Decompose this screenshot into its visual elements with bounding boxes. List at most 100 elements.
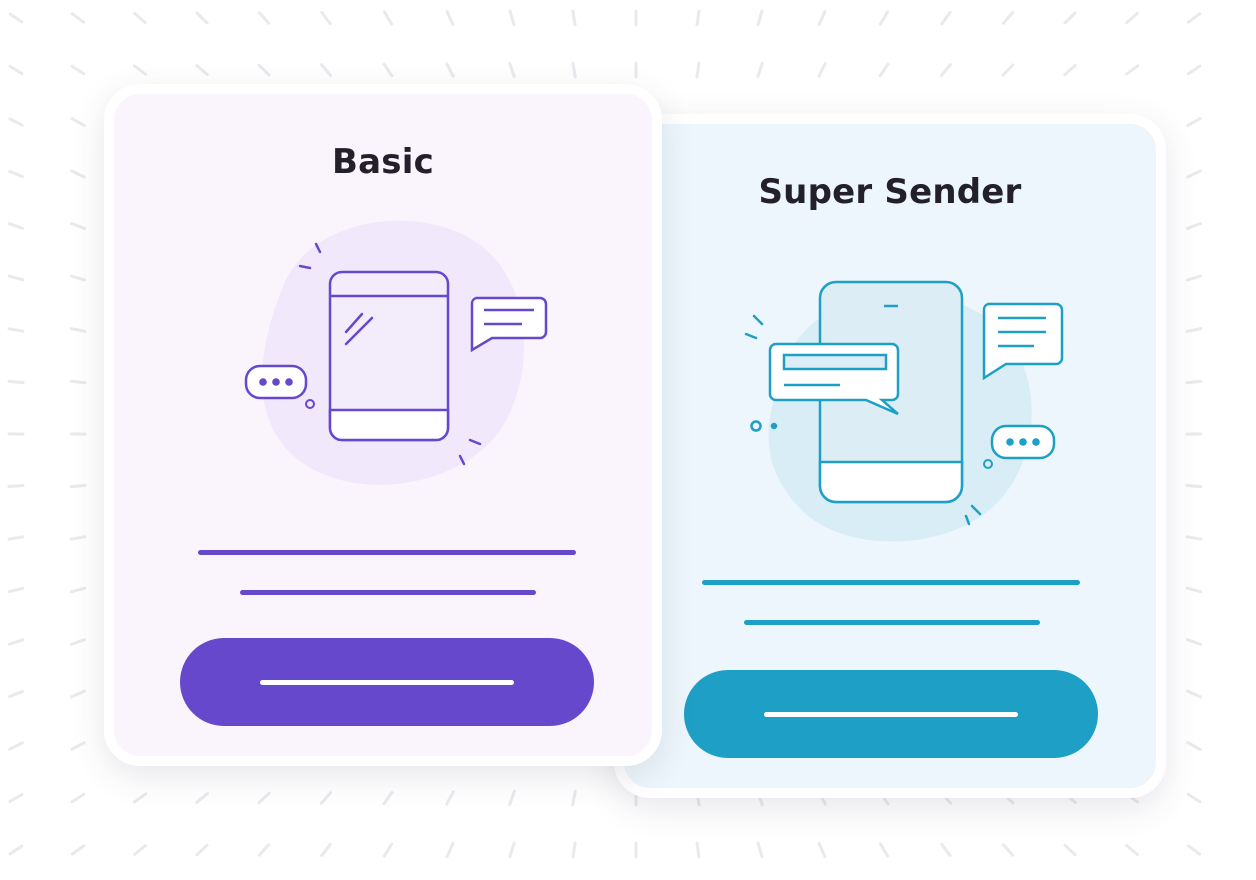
dash-mark — [69, 586, 87, 594]
dash-mark — [1185, 274, 1203, 282]
phone-chat-illustration — [744, 280, 1064, 542]
select-plan-button[interactable] — [180, 638, 594, 726]
dash-mark — [1185, 535, 1203, 541]
dash-mark — [382, 62, 394, 78]
dash-mark — [257, 11, 271, 25]
feature-line — [198, 550, 576, 555]
dash-mark — [195, 843, 209, 857]
dash-mark — [508, 789, 516, 807]
dash-mark — [445, 62, 455, 78]
dash-mark — [69, 274, 87, 282]
dash-mark — [257, 843, 271, 857]
dash-mark — [1001, 843, 1015, 857]
dash-mark — [1125, 11, 1139, 25]
dash-mark — [7, 327, 25, 333]
typing-bubble-icon — [983, 424, 1056, 469]
dash-mark — [70, 12, 86, 24]
dash-mark — [1186, 12, 1202, 24]
spark-icon — [744, 314, 982, 526]
dash-mark — [1186, 689, 1202, 699]
dash-mark — [695, 9, 701, 27]
select-plan-button[interactable] — [684, 670, 1098, 758]
dash-mark — [571, 61, 577, 79]
dash-mark — [1001, 11, 1015, 25]
dash-mark — [878, 842, 890, 858]
dash-mark — [1186, 64, 1202, 76]
dash-mark — [1186, 169, 1202, 179]
dash-mark — [70, 169, 86, 179]
typing-bubble-icon — [244, 364, 315, 409]
dash-mark — [445, 790, 455, 806]
dash-mark — [69, 327, 87, 333]
chat-bubble-icon — [768, 342, 900, 416]
dash-mark — [195, 792, 209, 804]
dash-mark — [695, 841, 701, 859]
dash-mark — [1063, 843, 1077, 857]
dash-mark — [382, 790, 394, 806]
dash-mark — [1185, 483, 1203, 489]
dash-mark — [1063, 11, 1077, 25]
phone-chat-illustration — [244, 220, 548, 485]
dash-mark — [508, 9, 516, 27]
dash-mark — [1185, 638, 1203, 646]
dash-mark — [132, 792, 148, 804]
dash-mark — [817, 10, 827, 26]
dash-mark — [445, 842, 455, 858]
dash-mark — [1001, 63, 1015, 77]
dash-mark — [7, 274, 25, 282]
dash-mark — [1185, 327, 1203, 333]
dash-mark — [1063, 63, 1077, 77]
dash-mark — [8, 793, 24, 803]
plan-title: Super Sender — [758, 172, 1022, 212]
dash-mark — [1186, 222, 1202, 230]
dash-mark — [69, 535, 87, 541]
plan-card-basic[interactable]: Basic — [104, 84, 662, 766]
dash-mark — [756, 61, 764, 79]
dash-mark — [69, 379, 87, 385]
dash-mark — [940, 63, 952, 77]
dash-mark — [69, 638, 87, 646]
dash-mark — [508, 841, 516, 859]
spark-icon — [298, 242, 482, 466]
dash-mark — [508, 61, 516, 79]
plan-card-super-sender[interactable]: Super Sender — [614, 114, 1166, 798]
dash-mark — [7, 586, 25, 594]
dash-mark — [70, 792, 86, 804]
dash-mark — [7, 535, 25, 541]
phone-icon — [328, 270, 450, 442]
dash-mark — [7, 379, 25, 385]
dash-mark — [7, 484, 25, 488]
dash-mark — [445, 10, 455, 26]
dash-mark — [133, 844, 147, 856]
dash-mark — [571, 9, 577, 27]
dash-mark — [756, 841, 764, 859]
feature-line — [240, 590, 536, 595]
dash-mark — [320, 10, 332, 26]
dash-mark — [7, 638, 25, 646]
dash-mark — [70, 64, 86, 76]
dash-mark — [756, 9, 764, 27]
dash-mark — [70, 222, 86, 230]
dash-mark — [70, 844, 86, 856]
dash-mark — [571, 841, 577, 859]
dash-mark — [940, 842, 952, 858]
dash-mark — [1185, 586, 1203, 594]
chat-bubble-icon — [470, 296, 548, 353]
dash-mark — [132, 64, 148, 76]
feature-line — [702, 580, 1080, 585]
dash-mark — [133, 12, 147, 24]
dash-mark — [1186, 792, 1202, 804]
dash-mark — [320, 842, 332, 858]
dash-mark — [320, 63, 332, 77]
dash-mark — [1125, 844, 1139, 856]
dash-mark — [817, 842, 827, 858]
button-label-line — [260, 679, 514, 685]
dash-mark — [70, 689, 86, 699]
dash-mark — [70, 117, 86, 127]
dash-mark — [257, 63, 271, 77]
dash-mark — [879, 10, 889, 26]
dash-mark — [69, 483, 87, 489]
dash-mark — [817, 62, 827, 78]
dash-mark — [8, 117, 24, 127]
dash-mark — [8, 689, 24, 699]
